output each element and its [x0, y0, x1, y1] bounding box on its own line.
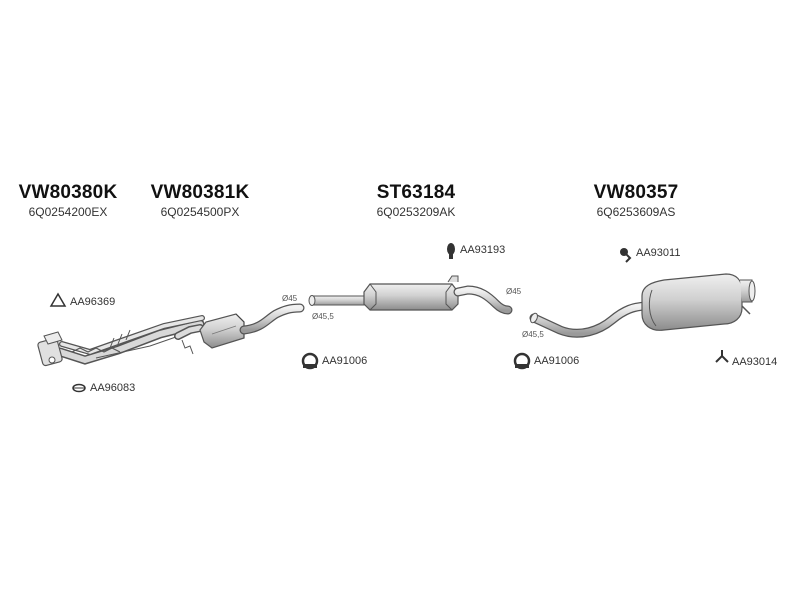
rear-silencer-part[interactable] [529, 273, 756, 338]
bracket-icon [715, 350, 729, 363]
rubber-mount-icon [447, 243, 455, 259]
diameter-label: Ø45,5 [312, 312, 334, 321]
part-header-front-pipe[interactable]: VW80380K 6Q0254200EX [8, 182, 128, 219]
part-code: VW80357 [593, 182, 679, 203]
clamp-icon [513, 352, 531, 370]
part-code: VW80380K [18, 182, 118, 203]
diameter-label: Ø45 [282, 294, 298, 303]
diameter-label: Ø45,5 [522, 330, 544, 339]
hanger-icon [620, 248, 632, 263]
gasket-icon [49, 292, 67, 307]
accessory-label-clamp[interactable]: AA91006 [534, 355, 580, 367]
oem-number: 6Q0253209AK [376, 205, 456, 219]
part-code: VW80381K [150, 182, 250, 203]
accessory-label-hanger[interactable]: AA93011 [636, 247, 681, 259]
accessory-label-bracket[interactable]: AA93014 [732, 356, 778, 368]
catalyst-part[interactable] [174, 313, 245, 355]
part-code: ST63184 [376, 182, 456, 203]
connecting-pipe[interactable] [239, 303, 305, 335]
oem-number: 6Q0254200EX [28, 205, 108, 219]
accessory-label-gasket[interactable]: AA96369 [70, 296, 116, 308]
diameter-label: Ø45 [506, 287, 522, 296]
part-header-rear-silencer[interactable]: VW80357 6Q6253609AS [576, 182, 696, 219]
part-header-catalyst[interactable]: VW80381K 6Q0254500PX [140, 182, 260, 219]
clamp-icon [301, 352, 319, 370]
gasket-icon [72, 383, 86, 393]
accessory-label-rubber-mount[interactable]: AA93193 [460, 244, 506, 256]
front-pipe-part[interactable] [37, 315, 205, 367]
part-header-middle-silencer[interactable]: ST63184 6Q0253209AK [356, 182, 476, 219]
middle-silencer-part[interactable] [308, 275, 513, 315]
accessory-label-clamp[interactable]: AA91006 [322, 355, 368, 367]
oem-number: 6Q0254500PX [160, 205, 240, 219]
accessory-label-gasket[interactable]: AA96083 [90, 382, 136, 394]
oem-number: 6Q6253609AS [596, 205, 676, 219]
